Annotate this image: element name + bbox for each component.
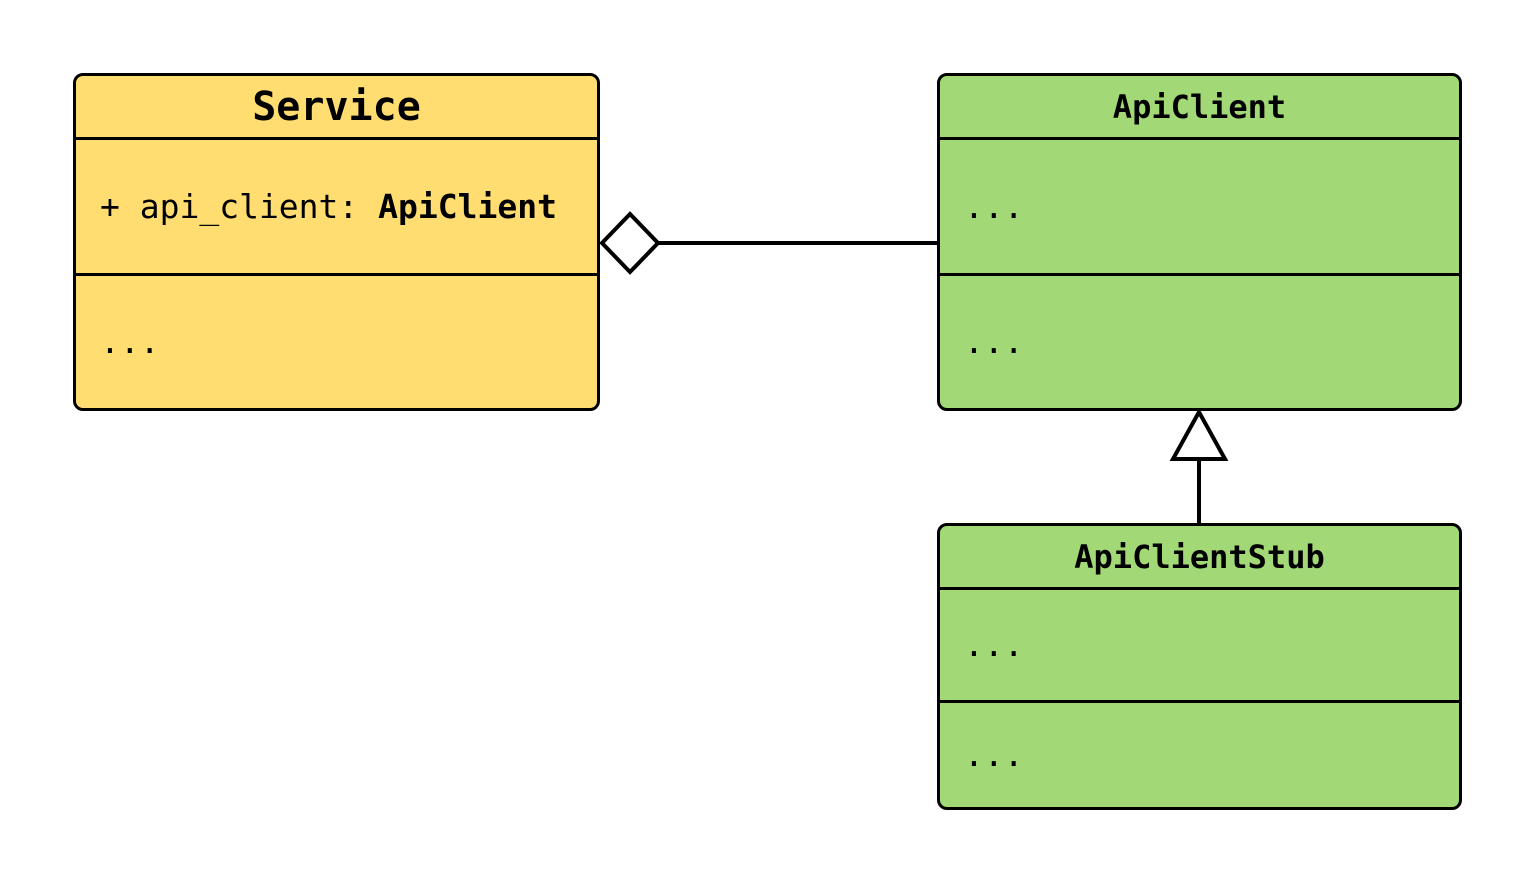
class-title-apiclientstub: ApiClientStub	[940, 526, 1459, 590]
service-methods-section: ...	[76, 276, 597, 408]
service-methods-placeholder: ...	[100, 322, 160, 362]
apiclient-methods-section: ...	[940, 276, 1459, 408]
aggregation-connector	[599, 211, 939, 275]
service-attribute-type: ApiClient	[378, 186, 557, 226]
class-box-apiclient: ApiClient ... ...	[937, 73, 1462, 411]
apiclientstub-attributes-section: ...	[940, 590, 1459, 703]
apiclientstub-methods-placeholder: ...	[964, 735, 1024, 775]
class-box-service: Service + api_client: ApiClient ...	[73, 73, 600, 411]
hollow-triangle-icon	[1169, 407, 1229, 461]
class-title-service: Service	[76, 76, 597, 140]
apiclientstub-methods-section: ...	[940, 703, 1459, 807]
apiclient-attributes-section: ...	[940, 140, 1459, 276]
apiclient-methods-placeholder: ...	[964, 322, 1024, 362]
hollow-diamond-icon	[599, 211, 661, 275]
apiclient-attributes-placeholder: ...	[964, 186, 1024, 226]
apiclientstub-attributes-placeholder: ...	[964, 625, 1024, 665]
inheritance-connector	[1169, 407, 1229, 525]
service-attributes-section: + api_client: ApiClient	[76, 140, 597, 276]
class-box-apiclientstub: ApiClientStub ... ...	[937, 523, 1462, 810]
class-title-apiclient: ApiClient	[940, 76, 1459, 140]
service-attribute-text: + api_client:	[100, 186, 379, 226]
